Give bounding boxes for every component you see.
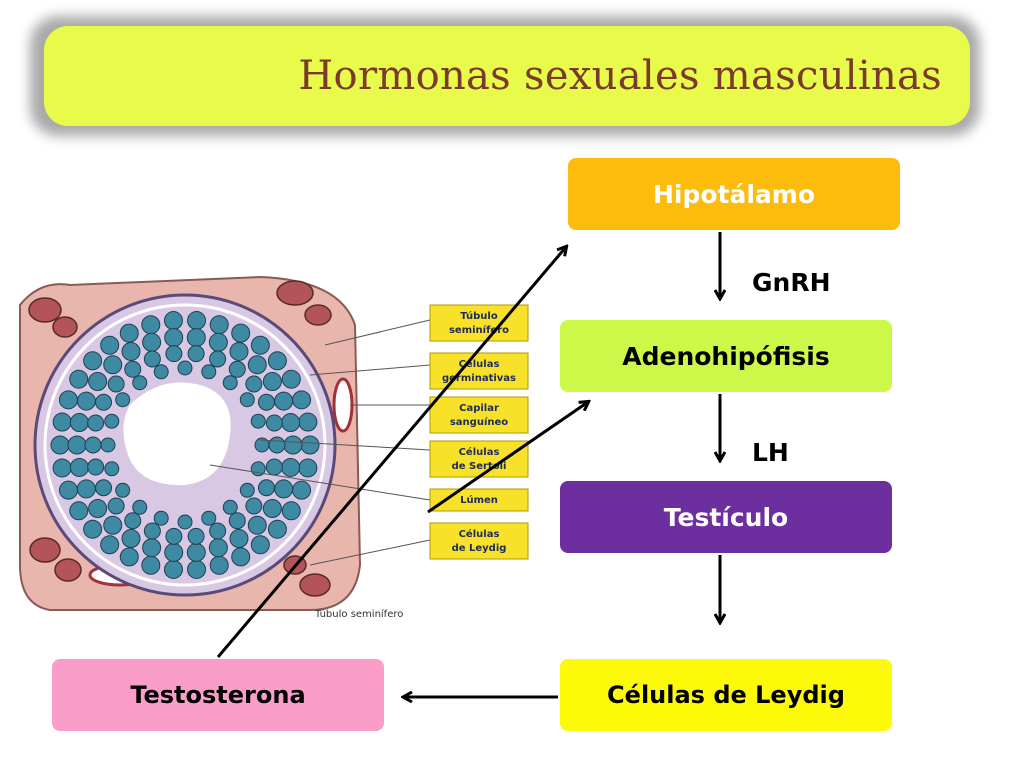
germ-cell xyxy=(143,350,161,368)
gnrh-label: GnRH xyxy=(752,268,831,297)
germ-cell xyxy=(247,355,267,375)
germ-cell xyxy=(262,498,282,518)
seminiferous-tubule-illustration: TúbuloseminíferoCélulasgerminativasCapil… xyxy=(19,275,529,620)
germ-cell xyxy=(100,437,116,453)
germ-cell xyxy=(132,499,148,515)
illustration-label-box xyxy=(429,352,529,390)
germ-cell xyxy=(187,527,205,545)
germ-cell xyxy=(143,522,161,540)
germ-cell xyxy=(153,510,169,526)
germ-cell xyxy=(103,355,123,375)
germ-cell xyxy=(115,482,131,498)
germ-cell xyxy=(267,351,287,371)
germ-cell xyxy=(107,497,125,515)
germ-cell xyxy=(177,360,193,376)
illustration-label: Células xyxy=(459,528,500,540)
germ-cell xyxy=(209,522,227,540)
germ-cell xyxy=(121,529,141,549)
germ-cell xyxy=(95,479,113,497)
germ-cell xyxy=(95,393,113,411)
germ-cell xyxy=(69,369,89,389)
germ-cell xyxy=(231,323,251,343)
germ-cell xyxy=(121,341,141,361)
celulas-leydig-box: Células de Leydig xyxy=(560,659,892,731)
germ-cell xyxy=(247,515,267,535)
feedback-arrow-to-hipotalamo xyxy=(216,247,566,658)
germ-cell xyxy=(265,414,283,432)
page-title: Hormonas sexuales masculinas xyxy=(298,53,942,99)
germ-cell xyxy=(100,335,120,355)
lh-label: LH xyxy=(752,438,789,467)
germ-cell xyxy=(262,372,282,392)
illustration-label: Capilar xyxy=(459,403,499,414)
illustration-caption: Túbulo seminífero xyxy=(314,608,403,620)
germ-cell xyxy=(281,501,301,521)
germ-cell xyxy=(119,547,139,567)
germ-cell xyxy=(124,360,142,378)
germ-cell xyxy=(229,341,249,361)
germ-cell xyxy=(104,461,120,477)
germ-cell xyxy=(201,510,217,526)
germ-cell xyxy=(201,364,217,380)
germ-cell xyxy=(257,393,275,411)
germ-cell xyxy=(245,497,263,515)
germ-cell xyxy=(250,335,270,355)
germ-cell xyxy=(132,375,148,391)
germ-cell xyxy=(103,515,123,535)
germ-cell xyxy=(165,527,183,545)
germ-cell xyxy=(267,519,287,539)
germ-cell xyxy=(245,375,263,393)
illustration-label: de Leydig xyxy=(452,543,507,554)
testosterona-box: Testosterona xyxy=(52,659,384,731)
germ-cell xyxy=(115,392,131,408)
germ-cell xyxy=(254,437,270,453)
germ-cell xyxy=(87,414,105,432)
germ-cell xyxy=(209,350,227,368)
germ-cell xyxy=(250,535,270,555)
illustration-label-box xyxy=(429,522,529,560)
germ-cell xyxy=(88,372,108,392)
germ-cell xyxy=(88,498,108,518)
germ-cell xyxy=(177,514,193,530)
germ-cell xyxy=(153,364,169,380)
germ-cell xyxy=(187,345,205,363)
germ-cell xyxy=(228,512,246,530)
germ-cell xyxy=(104,413,120,429)
illustration-label-box xyxy=(429,440,529,478)
germ-cell xyxy=(229,529,249,549)
germ-cell xyxy=(231,547,251,567)
adenohipofisis-box: Adenohipófisis xyxy=(560,320,892,392)
illustration-label-box xyxy=(429,396,529,434)
germ-cell xyxy=(222,499,238,515)
germ-cell xyxy=(87,458,105,476)
germ-cell xyxy=(83,519,103,539)
germ-cell xyxy=(239,392,255,408)
germ-cell xyxy=(239,482,255,498)
germ-cell xyxy=(83,351,103,371)
illustration-label: Túbulo xyxy=(460,310,498,322)
germ-cell xyxy=(119,323,139,343)
testiculo-box: Testículo xyxy=(560,481,892,553)
illustration-label: Lúmen xyxy=(460,494,498,506)
illustration-label: Células xyxy=(459,446,500,458)
illustration-label: germinativas xyxy=(442,373,516,384)
germ-cell xyxy=(222,375,238,391)
germ-cell xyxy=(124,512,142,530)
germ-cell xyxy=(257,479,275,497)
illustration-label: sanguíneo xyxy=(450,416,508,428)
germ-cell xyxy=(69,501,89,521)
germ-cell xyxy=(165,345,183,363)
germ-cell xyxy=(250,413,266,429)
germ-cell xyxy=(228,360,246,378)
title-banner: Hormonas sexuales masculinas xyxy=(44,26,970,126)
hipotalamo-box: Hipotálamo xyxy=(568,158,900,230)
germ-cell xyxy=(281,369,301,389)
germ-cell xyxy=(100,535,120,555)
feedback-arrow-to-adenohipofisis xyxy=(427,402,588,514)
illustration-label: de Sertoli xyxy=(452,461,507,472)
germ-cell xyxy=(107,375,125,393)
